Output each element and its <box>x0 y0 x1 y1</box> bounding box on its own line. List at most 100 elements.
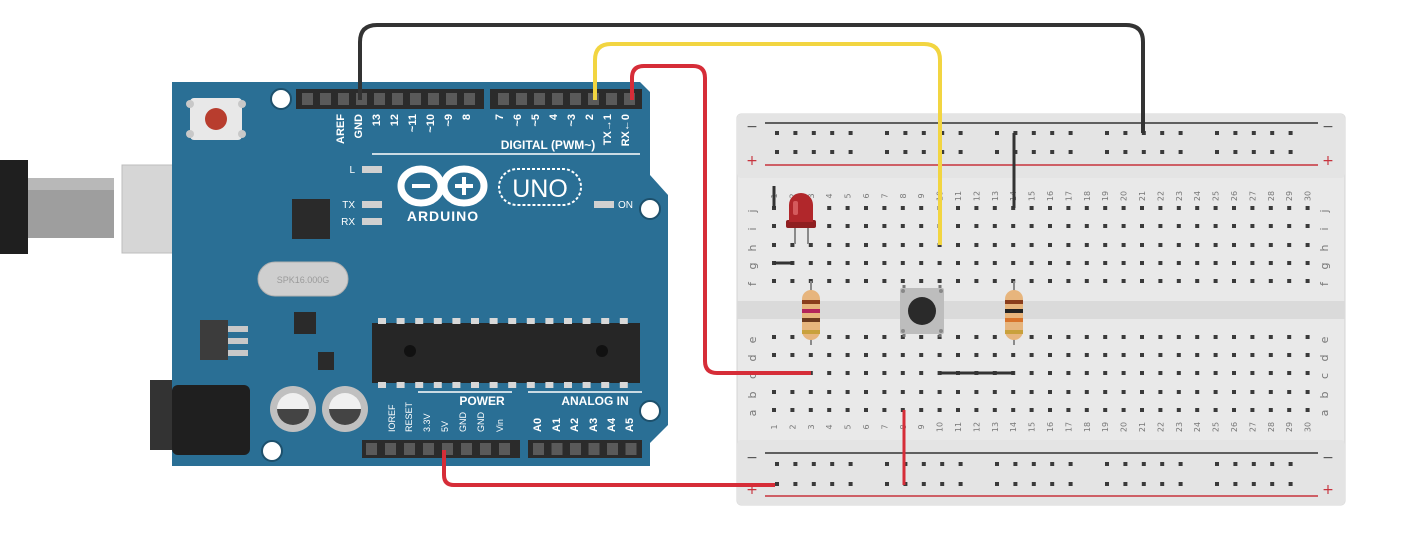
breadboard-hole[interactable] <box>1251 462 1256 466</box>
breadboard-hole[interactable] <box>1103 390 1108 394</box>
breadboard-hole[interactable] <box>1158 261 1163 265</box>
breadboard-hole[interactable] <box>827 408 832 412</box>
breadboard-hole[interactable] <box>790 390 795 394</box>
breadboard-hole[interactable] <box>1011 390 1016 394</box>
breadboard-hole[interactable] <box>921 131 926 135</box>
breadboard-hole[interactable] <box>1176 353 1181 357</box>
breadboard-hole[interactable] <box>1270 482 1275 486</box>
breadboard-hole[interactable] <box>1176 279 1181 283</box>
breadboard-hole[interactable] <box>790 353 795 357</box>
breadboard-hole[interactable] <box>1048 408 1052 412</box>
breadboard-hole[interactable] <box>793 482 798 486</box>
breadboard-hole[interactable] <box>1250 261 1255 265</box>
breadboard-hole[interactable] <box>882 224 887 228</box>
breadboard-hole[interactable] <box>992 353 997 357</box>
breadboard-hole[interactable] <box>772 243 776 247</box>
breadboard-hole[interactable] <box>1178 462 1183 466</box>
breadboard-hole[interactable] <box>1029 390 1034 394</box>
breadboard-hole[interactable] <box>1158 206 1163 210</box>
breadboard-hole[interactable] <box>1176 408 1181 412</box>
breadboard-hole[interactable] <box>827 371 832 375</box>
breadboard-hole[interactable] <box>1232 224 1236 228</box>
breadboard-hole[interactable] <box>1158 408 1163 412</box>
breadboard-hole[interactable] <box>1011 243 1016 247</box>
breadboard-hole[interactable] <box>885 150 889 154</box>
breadboard-hole[interactable] <box>1305 353 1310 357</box>
breadboard-hole[interactable] <box>1270 150 1275 154</box>
breadboard-hole[interactable] <box>940 482 945 486</box>
breadboard-hole[interactable] <box>882 279 887 283</box>
breadboard-hole[interactable] <box>974 243 979 247</box>
breadboard-hole[interactable] <box>1232 371 1236 375</box>
pushbutton[interactable] <box>900 285 944 337</box>
breadboard-hole[interactable] <box>864 224 868 228</box>
breadboard-hole[interactable] <box>1084 243 1089 247</box>
breadboard-hole[interactable] <box>848 482 853 486</box>
header-pin[interactable] <box>392 93 403 105</box>
breadboard-hole[interactable] <box>1250 279 1255 283</box>
breadboard-hole[interactable] <box>956 224 960 228</box>
breadboard-hole[interactable] <box>1103 224 1108 228</box>
header-pin[interactable] <box>607 443 618 455</box>
breadboard-hole[interactable] <box>1250 206 1255 210</box>
header-pin[interactable] <box>385 443 396 455</box>
breadboard-hole[interactable] <box>772 353 776 357</box>
breadboard-hole[interactable] <box>1121 224 1126 228</box>
breadboard-hole[interactable] <box>1268 371 1273 375</box>
breadboard-hole[interactable] <box>1121 206 1126 210</box>
breadboard-hole[interactable] <box>1213 261 1218 265</box>
breadboard-hole[interactable] <box>885 131 889 135</box>
breadboard-hole[interactable] <box>937 371 942 375</box>
breadboard-hole[interactable] <box>1268 261 1273 265</box>
breadboard-hole[interactable] <box>1048 261 1052 265</box>
breadboard-hole[interactable] <box>775 131 779 135</box>
header-pin[interactable] <box>338 93 349 105</box>
breadboard-hole[interactable] <box>1141 462 1146 466</box>
breadboard-hole[interactable] <box>1158 390 1163 394</box>
breadboard-hole[interactable] <box>992 408 997 412</box>
breadboard-hole[interactable] <box>882 335 887 339</box>
breadboard-hole[interactable] <box>1195 390 1200 394</box>
breadboard-hole[interactable] <box>992 390 997 394</box>
breadboard-hole[interactable] <box>974 408 979 412</box>
header-pin[interactable] <box>588 443 600 455</box>
breadboard-hole[interactable] <box>848 462 853 466</box>
breadboard-hole[interactable] <box>1250 353 1255 357</box>
breadboard-hole[interactable] <box>1305 261 1310 265</box>
breadboard-hole[interactable] <box>1158 335 1163 339</box>
breadboard-hole[interactable] <box>1084 335 1089 339</box>
breadboard-hole[interactable] <box>845 261 850 265</box>
breadboard-hole[interactable] <box>1287 279 1292 283</box>
breadboard-hole[interactable] <box>1140 224 1144 228</box>
breadboard-hole[interactable] <box>864 206 868 210</box>
breadboard-hole[interactable] <box>1268 353 1273 357</box>
breadboard-hole[interactable] <box>1031 131 1036 135</box>
breadboard-hole[interactable] <box>1160 131 1165 135</box>
breadboard-hole[interactable] <box>1121 390 1126 394</box>
breadboard-hole[interactable] <box>1232 390 1236 394</box>
breadboard-hole[interactable] <box>1287 353 1292 357</box>
breadboard-hole[interactable] <box>1068 482 1073 486</box>
breadboard-hole[interactable] <box>1195 261 1200 265</box>
breadboard-hole[interactable] <box>1121 353 1126 357</box>
breadboard-hole[interactable] <box>1195 335 1200 339</box>
breadboard-hole[interactable] <box>958 482 963 486</box>
breadboard-hole[interactable] <box>1031 462 1036 466</box>
breadboard-hole[interactable] <box>827 261 832 265</box>
breadboard-hole[interactable] <box>919 335 924 339</box>
breadboard-hole[interactable] <box>900 243 905 247</box>
breadboard-hole[interactable] <box>921 150 926 154</box>
breadboard-hole[interactable] <box>772 224 776 228</box>
breadboard-hole[interactable] <box>1068 131 1073 135</box>
breadboard-hole[interactable] <box>808 408 813 412</box>
breadboard-hole[interactable] <box>793 131 798 135</box>
header-pin[interactable] <box>464 93 475 105</box>
breadboard-hole[interactable] <box>1215 462 1219 466</box>
breadboard-hole[interactable] <box>974 353 979 357</box>
breadboard-hole[interactable] <box>1123 131 1128 135</box>
breadboard-hole[interactable] <box>919 353 924 357</box>
breadboard-hole[interactable] <box>1270 462 1275 466</box>
header-pin[interactable] <box>446 93 457 105</box>
breadboard-hole[interactable] <box>885 482 889 486</box>
breadboard-hole[interactable] <box>992 243 997 247</box>
